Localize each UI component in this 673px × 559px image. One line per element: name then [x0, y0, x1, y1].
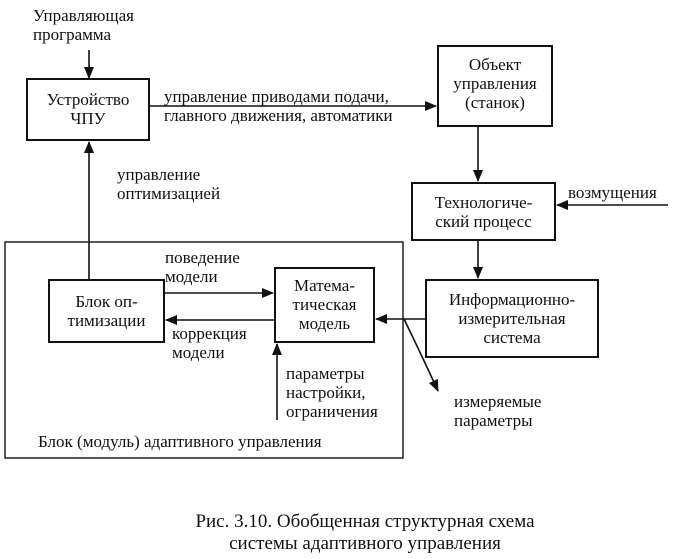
control-program-label: Управляющая программа [33, 6, 134, 44]
tuning-params-label: параметры настройки, ограничения [286, 364, 378, 421]
optimization-block-label: Блок оп- тимизации [67, 292, 146, 330]
object-block-label: Объект управления (станок) [453, 55, 537, 112]
adaptive-module-label: Блок (модуль) адаптивного управления [38, 432, 322, 451]
model-correction-label: коррекция модели [172, 324, 247, 362]
optimization-control-label: управление оптимизацией [117, 165, 221, 203]
object-block-box [437, 45, 553, 127]
process-block-label: Технологиче- ский процесс [434, 193, 533, 231]
measuring-block-label: Информационно- измерительная система [448, 290, 576, 347]
cnc-block-box [26, 78, 150, 141]
adaptive-module-frame [4, 241, 404, 459]
model-block-label: Матема- тическая модель [292, 276, 357, 333]
measured-params-label: измеряемые параметры [454, 392, 542, 430]
figure-caption: Рис. 3.10. Обобщенная структурная схема … [195, 511, 535, 554]
cnc-block-label: Устройство ЧПУ [46, 90, 130, 128]
optimization-block-box [48, 279, 165, 343]
process-block-box [411, 182, 556, 241]
disturbances-label: возмущения [568, 183, 657, 202]
measured-params-arrow [403, 318, 439, 392]
drive-control-label: управление приводами подачи, главного дв… [164, 87, 393, 125]
model-behavior-label: поведение модели [165, 248, 240, 286]
model-block-box [274, 267, 375, 343]
